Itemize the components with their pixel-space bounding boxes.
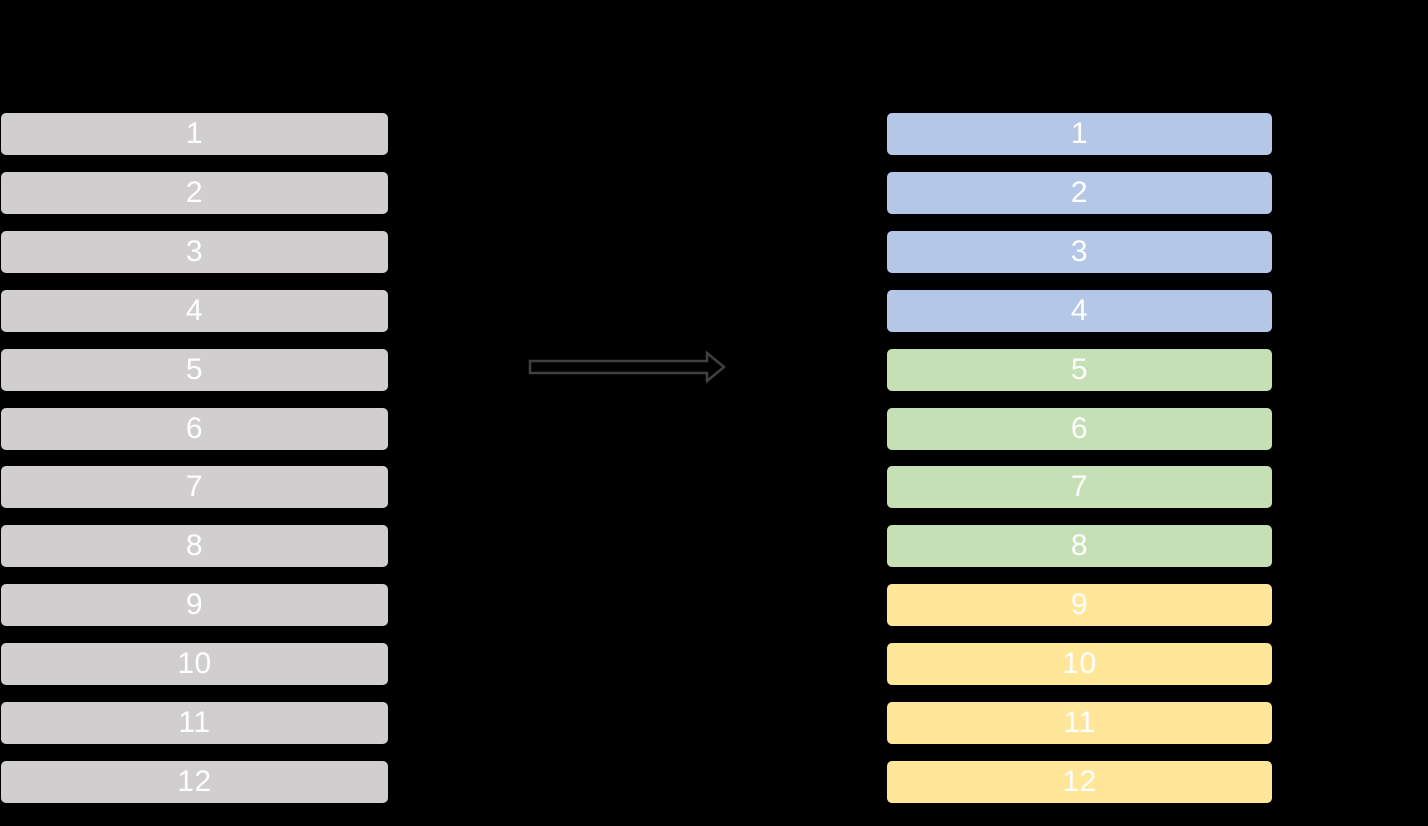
list-item: 3: [887, 230, 1272, 273]
list-item: 7: [1, 466, 388, 509]
list-item: 10: [1, 643, 388, 686]
list-item-label: 3: [1070, 234, 1089, 268]
list-item: 4: [1, 289, 388, 332]
list-item-label: 6: [1070, 411, 1089, 445]
list-item-label: 2: [185, 175, 204, 209]
list-item-label: 11: [178, 706, 211, 740]
list-item: 6: [1, 407, 388, 450]
list-item-label: 9: [1070, 588, 1089, 622]
list-item: 9: [1, 584, 388, 627]
list-item-label: 5: [1070, 352, 1089, 386]
list-item: 7: [887, 466, 1272, 509]
list-item-label: 9: [185, 588, 204, 622]
list-item-label: 8: [185, 529, 204, 563]
list-item-label: 2: [1070, 175, 1089, 209]
list-item-label: 8: [1070, 529, 1089, 563]
list-item: 11: [887, 702, 1272, 745]
list-item-label: 1: [185, 117, 204, 150]
list-item-label: 10: [1062, 647, 1097, 681]
list-item: 2: [1, 171, 388, 214]
list-item-label: 7: [1070, 470, 1089, 504]
list-item-label: 10: [177, 647, 212, 681]
list-item: 5: [1, 348, 388, 391]
list-item-label: 7: [185, 470, 204, 504]
list-item: 8: [1, 525, 388, 568]
list-item: 8: [887, 525, 1272, 568]
list-item: 2: [887, 171, 1272, 214]
list-item: 10: [887, 643, 1272, 686]
list-item: 12: [1, 760, 388, 803]
list-item-label: 6: [185, 411, 204, 445]
list-item-label: 4: [1070, 293, 1089, 327]
list-item: 9: [887, 584, 1272, 627]
list-item: 1: [1, 113, 388, 155]
list-item-label: 11: [1063, 706, 1096, 740]
list-item-label: 12: [177, 764, 212, 798]
list-item-label: 1: [1070, 117, 1089, 150]
list-item: 1: [887, 113, 1272, 155]
transform-arrow: [527, 347, 727, 387]
list-item-label: 4: [185, 293, 204, 327]
list-item: 5: [887, 348, 1272, 391]
list-item-label: 5: [185, 352, 204, 386]
list-item: 3: [1, 230, 388, 273]
list-item-label: 3: [185, 234, 204, 268]
list-item-label: 12: [1062, 764, 1097, 798]
list-item: 6: [887, 407, 1272, 450]
arrow-right-icon: [528, 350, 726, 384]
list-item: 4: [887, 289, 1272, 332]
list-item: 12: [887, 760, 1272, 803]
list-item: 11: [1, 702, 388, 745]
arrow-right-shape: [528, 350, 726, 384]
